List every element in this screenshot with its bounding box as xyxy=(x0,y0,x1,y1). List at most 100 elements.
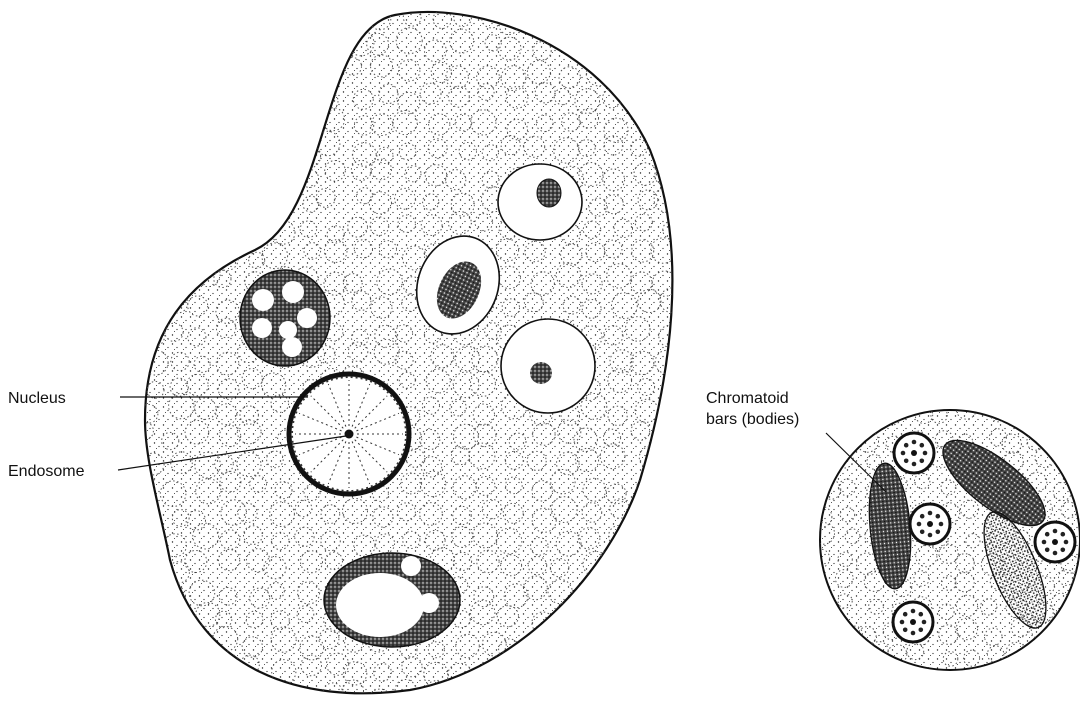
cytoplasm-vacuole xyxy=(666,8,686,28)
cytoplasm-vacuole xyxy=(146,212,165,231)
cytoplasm-vacuole xyxy=(1060,403,1074,417)
cytoplasm-vacuole xyxy=(589,604,609,624)
cytoplasm-vacuole xyxy=(246,4,267,25)
cytoplasm-vacuole xyxy=(298,11,316,29)
cytoplasm-vacuole xyxy=(863,400,884,421)
cytoplasm-vacuole xyxy=(1054,650,1074,670)
cytoplasm-vacuole xyxy=(163,60,179,76)
cytoplasm-vacuole xyxy=(186,186,211,211)
cytoplasm-vacuole xyxy=(586,577,605,596)
cytoplasm-vacuole xyxy=(604,54,630,80)
cytoplasm-vacuole xyxy=(525,682,549,706)
cytoplasm-vacuole xyxy=(131,574,157,600)
cytoplasm-vacuole xyxy=(220,654,241,675)
cytoplasm-vacuole xyxy=(522,654,546,678)
cytoplasm-vacuole xyxy=(318,54,343,79)
cytoplasm-vacuole xyxy=(534,632,553,651)
cytoplasm-vacuole xyxy=(656,526,675,545)
cytoplasm-vacuole xyxy=(158,197,180,219)
cytoplasm-vacuole xyxy=(190,41,207,58)
nucleus-label: Nucleus xyxy=(8,390,66,407)
cytoplasm-vacuole xyxy=(665,427,687,449)
cytoplasm-vacuole xyxy=(193,679,216,702)
cytoplasm-vacuole xyxy=(196,215,215,234)
cytoplasm-vacuole xyxy=(219,217,243,241)
cytoplasm-vacuole xyxy=(278,90,294,106)
cytoplasm-vacuole xyxy=(166,36,185,55)
cytoplasm-vacuole xyxy=(300,117,319,136)
cytoplasm-vacuole xyxy=(194,248,217,271)
cytoplasm-vacuole xyxy=(844,401,861,418)
cytoplasm-vacuole xyxy=(164,684,184,704)
cytoplasm-vacuole xyxy=(817,604,835,622)
cytoplasm-vacuole xyxy=(193,654,218,679)
cyst-nucleus xyxy=(894,433,934,473)
cytoplasm-vacuole xyxy=(340,6,366,32)
cytoplasm-vacuole xyxy=(163,600,188,625)
cytoplasm-vacuole xyxy=(167,162,190,185)
cytoplasm-vacuole xyxy=(266,689,289,710)
cytoplasm-vacuole xyxy=(141,244,166,269)
cytoplasm-vacuole xyxy=(162,9,183,30)
vacuole-upper-right xyxy=(498,164,582,240)
cytoplasm-vacuole xyxy=(562,34,578,50)
cytoplasm-vacuole xyxy=(145,120,165,140)
cytoplasm-vacuole xyxy=(137,527,154,544)
cyst xyxy=(811,399,1080,670)
cytoplasm-vacuole xyxy=(242,113,261,132)
cytoplasm-vacuole xyxy=(134,549,159,574)
cytoplasm-vacuole xyxy=(213,37,238,62)
cytoplasm-vacuole xyxy=(536,10,554,28)
cytoplasm-vacuole xyxy=(614,42,631,59)
cytoplasm-vacuole xyxy=(215,5,239,29)
cytoplasm-vacuole xyxy=(575,633,601,659)
vacuole-right xyxy=(501,319,595,413)
cytoplasm-vacuole xyxy=(161,219,187,245)
cyst-nucleus xyxy=(910,504,950,544)
cytoplasm-vacuole xyxy=(196,141,213,158)
cytoplasm-vacuole xyxy=(482,682,499,699)
endosome-label: Endosome xyxy=(8,463,85,480)
cytoplasm-vacuole xyxy=(290,34,310,54)
chromatoid-label-line2: bars (bodies) xyxy=(706,411,799,428)
cytoplasm-vacuole xyxy=(200,91,218,109)
cytoplasm-vacuole xyxy=(550,657,571,678)
cytoplasm-vacuole xyxy=(834,650,853,669)
cytoplasm-vacuole xyxy=(163,245,185,267)
food-vacuole-upper-left xyxy=(240,270,330,366)
cyst-nucleus xyxy=(893,602,933,642)
cyst-nucleus xyxy=(1035,522,1075,562)
cytoplasm-vacuole xyxy=(132,501,156,525)
cytoplasm-vacuole xyxy=(138,33,162,57)
cytoplasm-vacuole xyxy=(633,553,650,570)
cytoplasm-vacuole xyxy=(163,633,188,658)
cytoplasm-vacuole xyxy=(657,447,675,465)
cytoplasm-vacuole xyxy=(1052,626,1072,646)
cytoplasm-vacuole xyxy=(163,656,181,674)
cytoplasm-vacuole xyxy=(239,143,256,160)
cytoplasm-vacuole xyxy=(635,64,655,84)
cytoplasm-vacuole xyxy=(631,664,649,682)
cytoplasm-vacuole xyxy=(659,83,681,105)
cytoplasm-vacuole xyxy=(172,118,192,138)
cytoplasm-vacuole xyxy=(247,685,267,705)
cytoplasm-vacuole xyxy=(136,193,154,211)
cytoplasm-vacuole xyxy=(135,57,159,81)
cytoplasm-vacuole xyxy=(188,112,205,129)
cytoplasm-vacuole xyxy=(556,687,577,708)
cytoplasm-vacuole xyxy=(288,690,313,710)
cytoplasm-vacuole xyxy=(218,112,244,138)
cytoplasm-vacuole xyxy=(194,57,214,77)
cytoplasm-vacuole xyxy=(835,426,854,445)
cytoplasm-vacuole xyxy=(313,13,339,39)
cytoplasm-vacuole xyxy=(141,688,161,708)
cytoplasm-vacuole xyxy=(264,184,287,207)
cytoplasm-vacuole xyxy=(213,62,233,82)
cytoplasm-vacuole xyxy=(271,166,289,184)
cytoplasm-vacuole xyxy=(246,88,262,104)
cytoplasm-vacuole xyxy=(664,604,688,628)
cytoplasm-vacuole xyxy=(630,506,650,526)
cytoplasm-vacuole xyxy=(1009,402,1024,417)
vacuole-bottom xyxy=(324,553,460,647)
cytoplasm-vacuole xyxy=(658,503,682,527)
